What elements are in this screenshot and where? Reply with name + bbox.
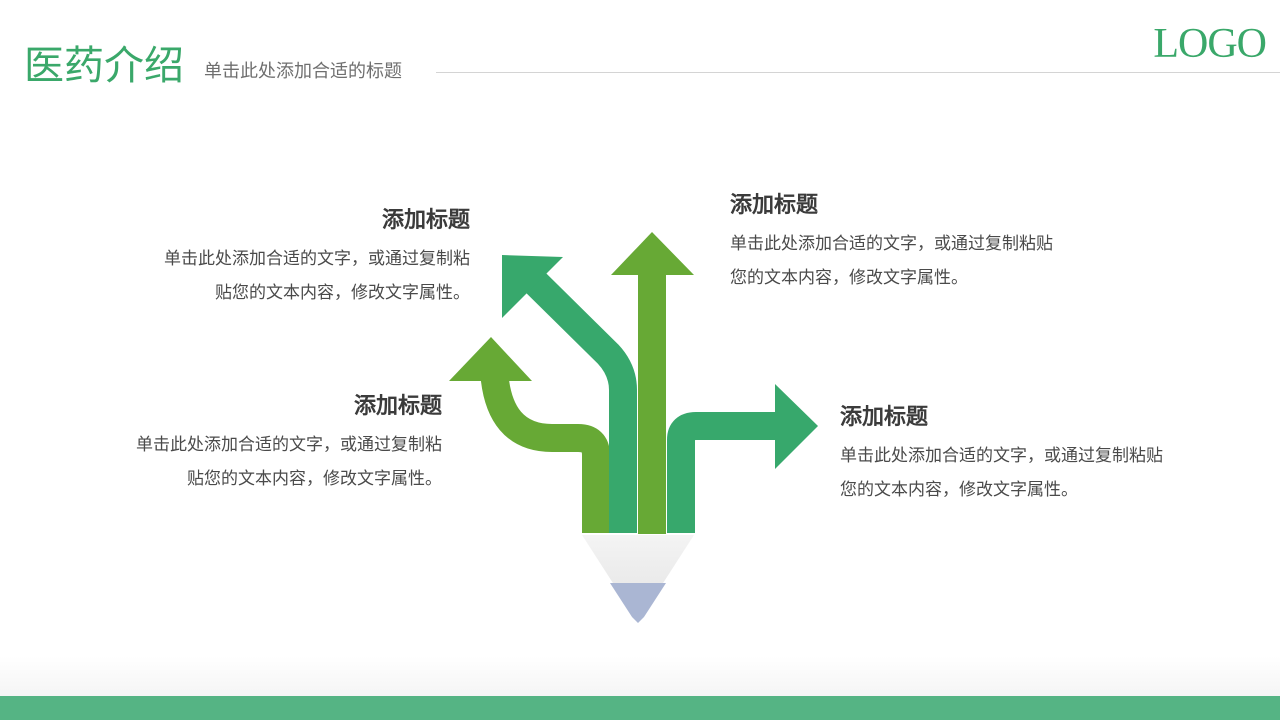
page-subtitle: 单击此处添加合适的标题	[204, 61, 402, 82]
footer-bar	[0, 696, 1280, 720]
footer-shadow	[0, 656, 1280, 696]
block-title: 添加标题	[840, 405, 929, 430]
text-block-upper-left: 添加标题 单击此处添加合适的文字，或通过复制粘 贴您的文本内容，修改文字属性。	[100, 206, 470, 310]
header-divider	[436, 72, 1280, 73]
text-block-lower-right: 添加标题 单击此处添加合适的文字，或通过复制粘贴 您的文本内容，修改文字属性。	[840, 403, 1260, 507]
block-body: 单击此处添加合适的文字，或通过复制粘贴 您的文本内容，修改文字属性。	[840, 446, 1163, 500]
arrow-far-left	[449, 337, 610, 533]
block-title: 添加标题	[730, 193, 819, 218]
page-title: 医药介绍	[24, 43, 184, 89]
block-body: 单击此处添加合适的文字，或通过复制粘 贴您的文本内容，修改文字属性。	[136, 435, 442, 489]
logo: LOGO	[1153, 21, 1267, 67]
arrow-up	[611, 232, 694, 534]
block-body: 单击此处添加合适的文字，或通过复制粘 贴您的文本内容，修改文字属性。	[164, 249, 470, 303]
text-block-upper-right: 添加标题 单击此处添加合适的文字，或通过复制粘贴 您的文本内容，修改文字属性。	[730, 191, 1150, 295]
arrow-upper-left	[502, 255, 637, 533]
block-title: 添加标题	[381, 208, 470, 233]
pencil-lead	[610, 583, 666, 623]
pencil-tip	[582, 535, 694, 622]
arrow-right	[667, 384, 818, 533]
text-block-lower-left: 添加标题 单击此处添加合适的文字，或通过复制粘 贴您的文本内容，修改文字属性。	[60, 392, 442, 496]
block-title: 添加标题	[353, 394, 442, 419]
block-body: 单击此处添加合适的文字，或通过复制粘贴 您的文本内容，修改文字属性。	[730, 234, 1053, 288]
